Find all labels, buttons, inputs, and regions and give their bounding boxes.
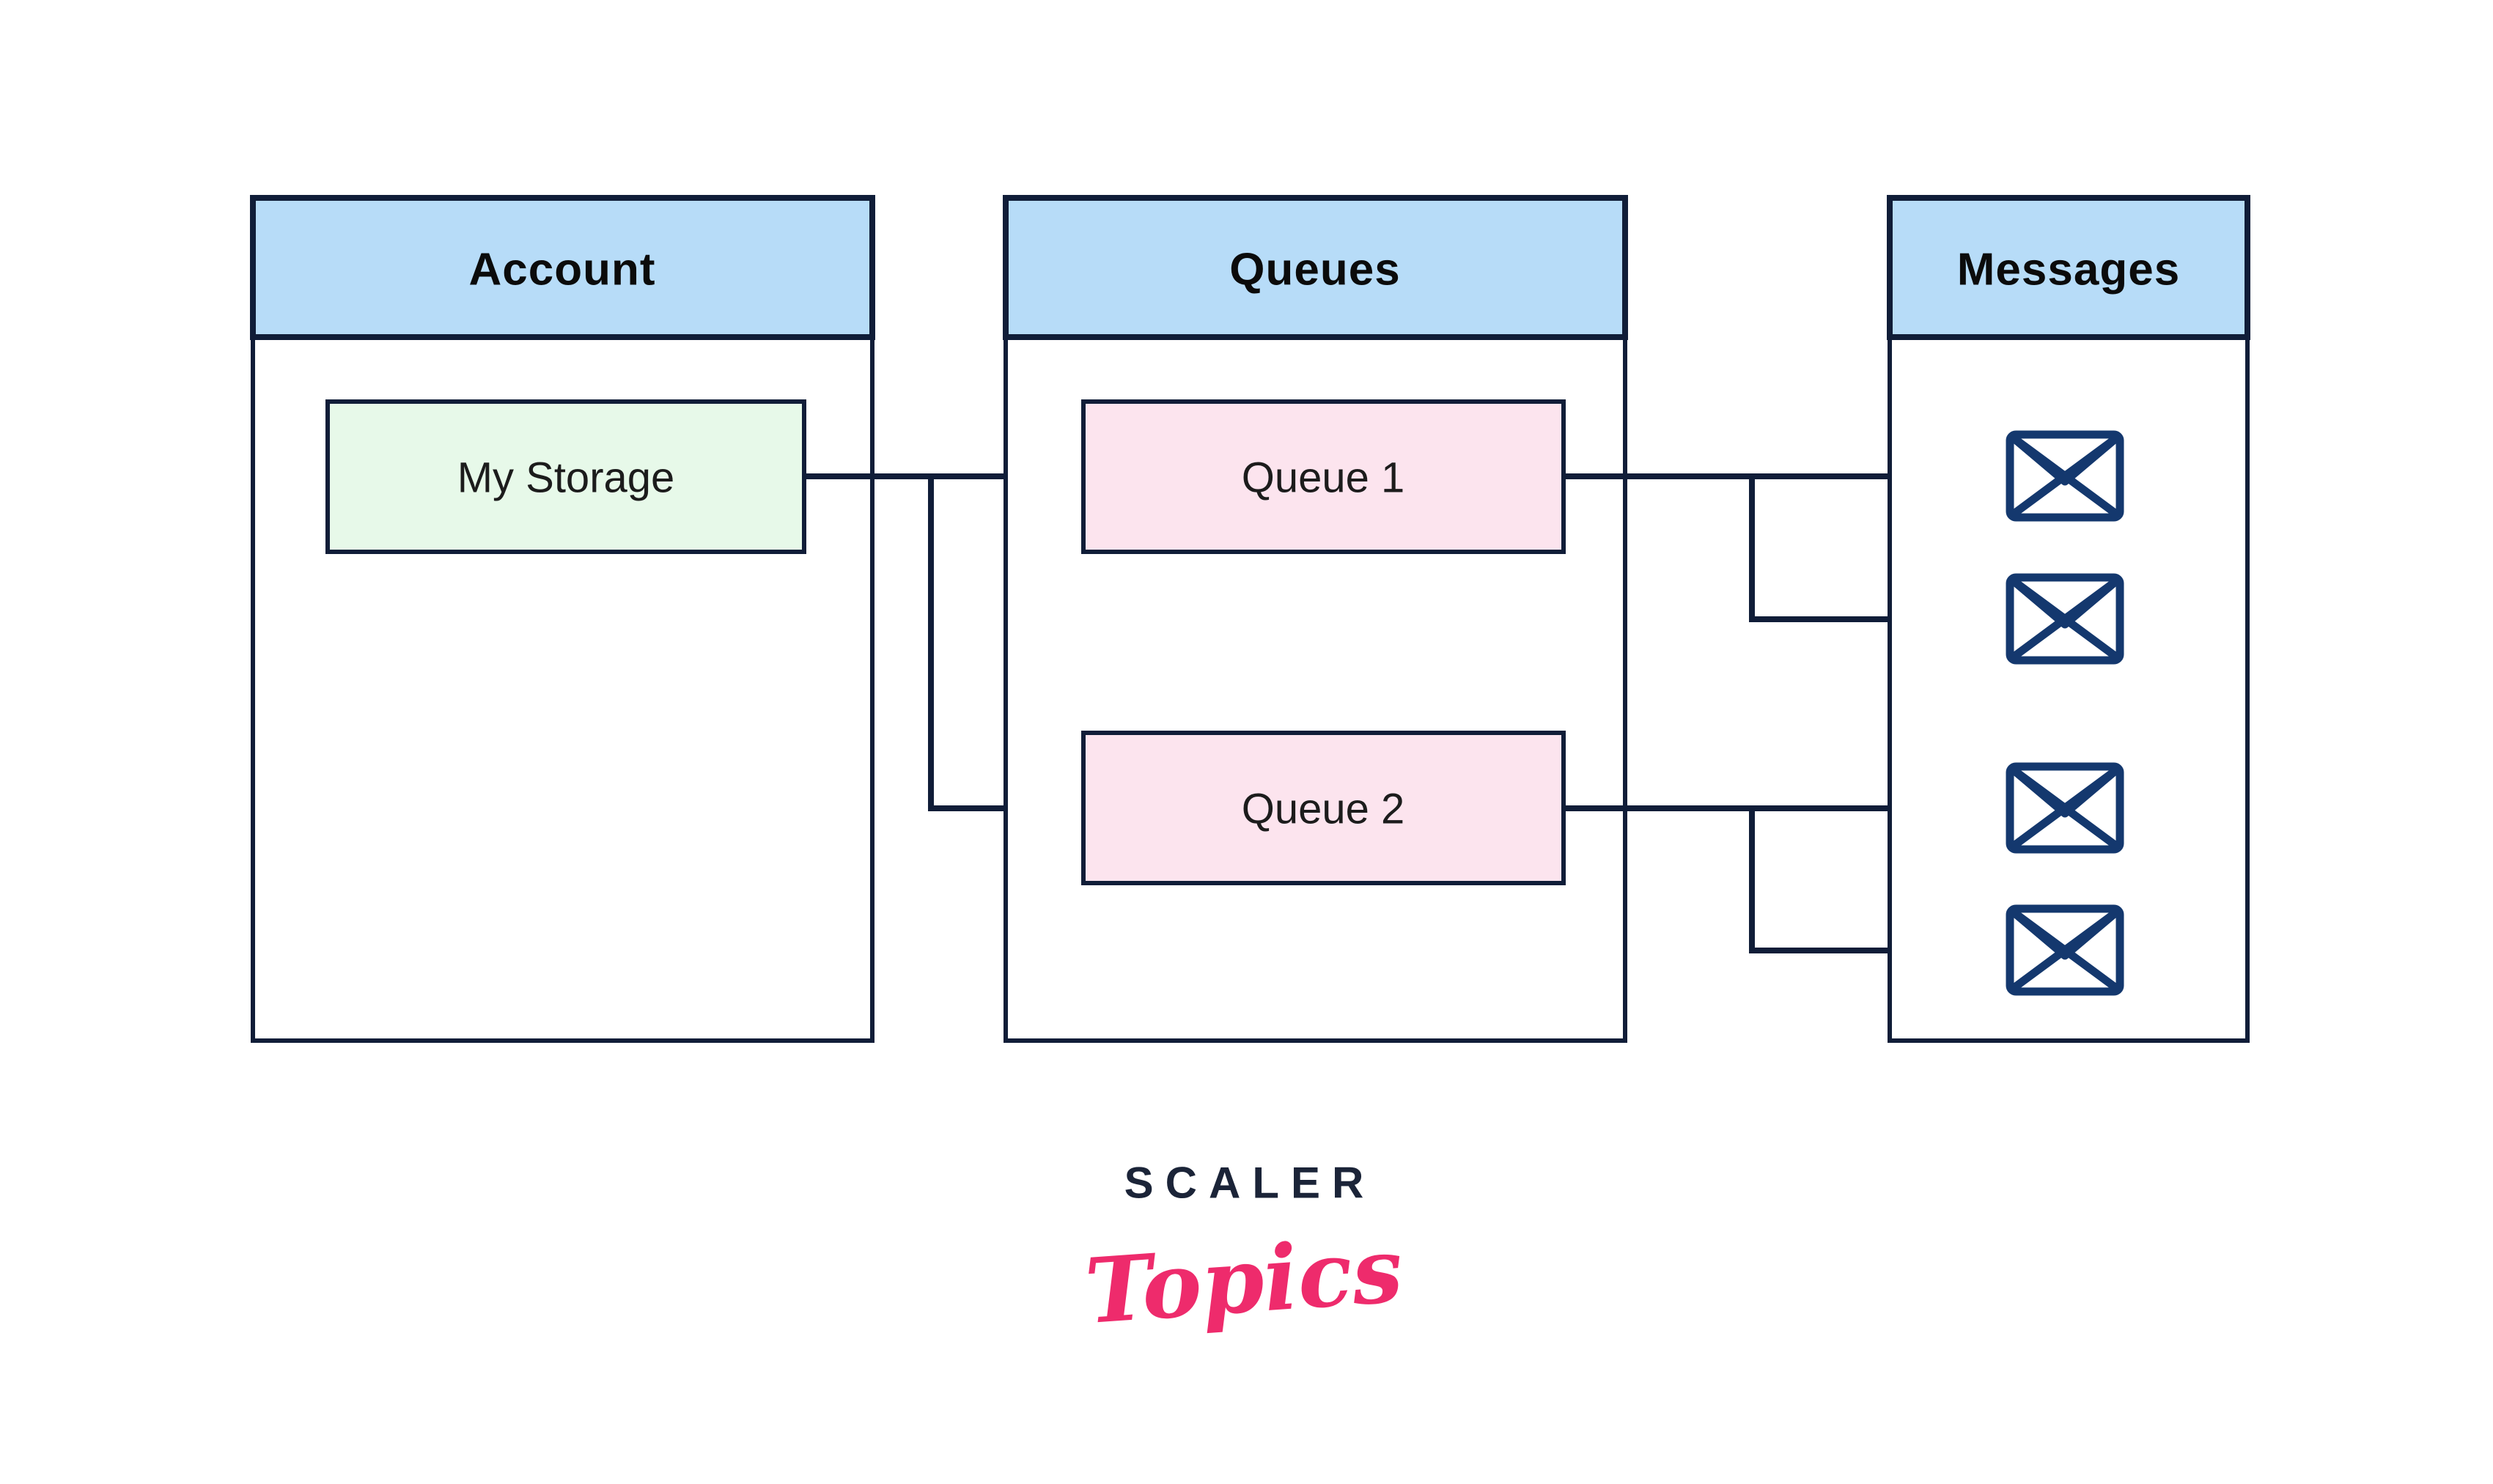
message-envelope-icon-2	[2010, 577, 2120, 660]
my-storage-label: My Storage	[457, 454, 675, 502]
logo-brand-text: SCALER	[1124, 1159, 1376, 1208]
queues-column-title: Queues	[1229, 245, 1400, 295]
scaler-topics-logo: SCALER Topics	[1082, 1159, 1406, 1345]
account-column-header	[250, 195, 875, 340]
queues-column: Queues Queue 1 Queue 2	[1003, 195, 1628, 1043]
messages-column-title: Messages	[1957, 245, 2180, 295]
queues-column-header	[1003, 195, 1628, 340]
account-column: Account My Storage	[250, 195, 875, 1043]
message-envelope-icon-3	[2010, 767, 2120, 849]
message-envelope-icon-4	[2010, 909, 2120, 992]
messages-column-header	[1887, 195, 2250, 340]
queue1-box	[1081, 399, 1566, 554]
message-envelope-icon-1	[2010, 435, 2120, 517]
logo-product-text: Topics	[1082, 1217, 1406, 1344]
my-storage-box	[325, 399, 806, 554]
account-column-title: Account	[469, 245, 656, 295]
queue2-label: Queue 2	[1242, 786, 1405, 833]
messages-column: Messages	[1887, 195, 2250, 1043]
queue1-label: Queue 1	[1242, 454, 1405, 502]
